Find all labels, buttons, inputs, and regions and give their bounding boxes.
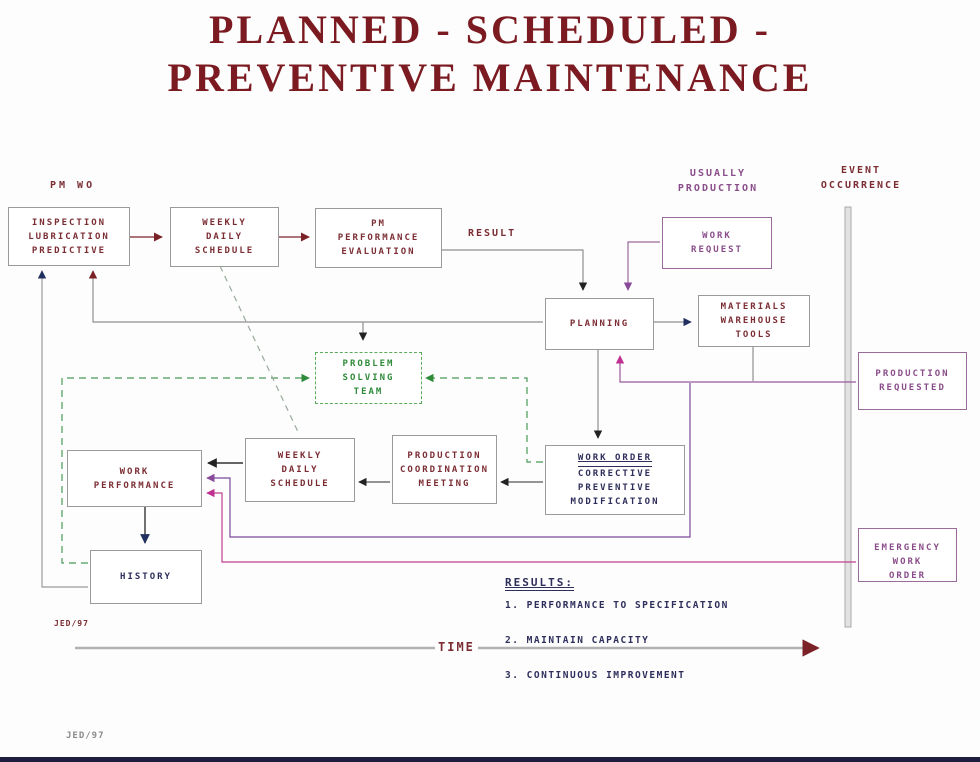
production-requested-box: PRODUCTION REQUESTED: [858, 352, 967, 410]
bottom-edge-bar: [0, 757, 980, 762]
results-item-2: 2. MAINTAIN CAPACITY: [505, 635, 650, 646]
event-occurrence-label: EVENT OCCURRENCE: [820, 165, 902, 191]
work-request-box: WORK REQUEST: [662, 217, 772, 269]
arrow-result-to-planning: [441, 249, 588, 291]
planning-box: PLANNING: [545, 298, 654, 350]
arrow-work-request-to-planning: [623, 241, 660, 291]
time-label: TIME: [438, 640, 475, 654]
weekly-daily-schedule-bottom-box: WEEKLY DAILY SCHEDULE: [245, 438, 355, 502]
pm-performance-evaluation-box: PM PERFORMANCE EVALUATION: [315, 208, 442, 268]
usually-production-label: USUALLY PRODUCTION: [677, 168, 759, 194]
page-title: PLANNED - SCHEDULED - PREVENTIVE MAINTEN…: [167, 7, 813, 100]
arrow-planning-feedback-to-inspection: [88, 270, 543, 323]
arrow-production-loop-to-work-performance: [206, 383, 691, 538]
arrow-history-feedback-to-inspection: [37, 270, 88, 588]
emergency-work-order-box: EMERGENCY WORK ORDER: [858, 528, 957, 582]
result-label: RESULT: [468, 228, 517, 239]
arrow-production-requested-to-planning: [615, 355, 856, 383]
arrow-emergency-to-work-performance: [206, 488, 856, 563]
work-order-body: CORRECTIVE PREVENTIVE MODIFICATION: [570, 469, 660, 507]
jed-credit-top: JED/97: [54, 619, 89, 628]
event-timeline-bar: [844, 206, 852, 628]
inspection-lubrication-predictive-box: INSPECTION LUBRICATION PREDICTIVE: [8, 207, 130, 266]
pm-wo-label: PM WO: [50, 180, 96, 191]
dashed-history-to-problem-solving-team: [61, 373, 310, 564]
jed-credit-bottom: JED/97: [66, 731, 105, 741]
work-order-title: WORK ORDER: [577, 451, 653, 467]
dashed-work-order-to-problem-solving-team: [425, 373, 543, 463]
problem-solving-team-box: PROBLEM SOLVING TEAM: [315, 352, 422, 404]
dashed-schedule-to-schedule: [219, 265, 300, 435]
production-coordination-meeting-box: PRODUCTION COORDINATION MEETING: [392, 435, 497, 504]
emergency-work-order-text: EMERGENCY WORK ORDER: [874, 543, 941, 581]
materials-warehouse-tools-box: MATERIALS WAREHOUSE TOOLS: [698, 295, 810, 347]
results-heading: RESULTS:: [505, 576, 574, 591]
weekly-daily-schedule-top-box: WEEKLY DAILY SCHEDULE: [170, 207, 279, 267]
results-item-3: 3. CONTINUOUS IMPROVEMENT: [505, 670, 686, 681]
history-box: HISTORY: [90, 550, 202, 604]
results-item-1: 1. PERFORMANCE TO SPECIFICATION: [505, 600, 729, 611]
work-order-box: WORK ORDER CORRECTIVE PREVENTIVE MODIFIC…: [545, 445, 685, 515]
results-block: RESULTS: 1. PERFORMANCE TO SPECIFICATION…: [505, 552, 729, 703]
work-performance-box: WORK PERFORMANCE: [67, 450, 202, 507]
